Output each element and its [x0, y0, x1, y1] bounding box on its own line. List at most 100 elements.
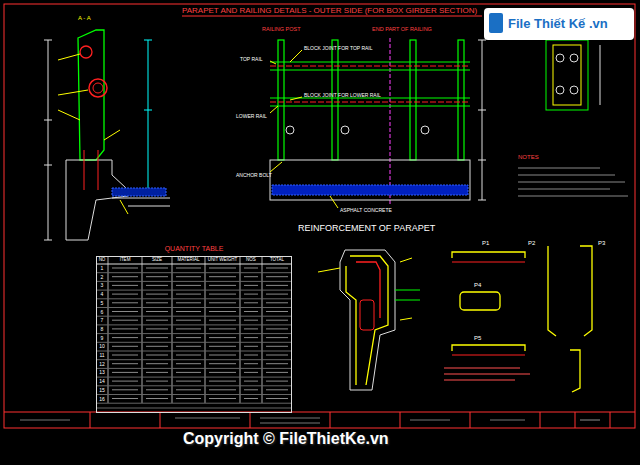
part-name: ASPHALT CONCRETE [340, 208, 392, 213]
table-rule [266, 320, 288, 321]
table-rule [176, 328, 201, 329]
quantity-table: QUANTITY TABLE [96, 256, 292, 413]
table-rule [266, 381, 288, 382]
notes-heading: NOTES [518, 154, 539, 160]
table-rule [244, 355, 258, 356]
table-rule [244, 389, 258, 390]
table-rule [209, 389, 236, 390]
table-rule [209, 294, 236, 295]
table-rule [112, 320, 138, 321]
table-cell: 2 [101, 275, 104, 280]
table-rule [209, 398, 236, 399]
table-rule [244, 398, 258, 399]
table-rule [244, 276, 258, 277]
table-rule [209, 363, 236, 364]
table-rule [205, 256, 206, 403]
table-rule [209, 337, 236, 338]
view-heading: END PART OF RAILING [372, 27, 432, 33]
table-rule [209, 302, 236, 303]
table-rule [96, 385, 292, 386]
table-rule [176, 372, 201, 373]
table-rule [176, 302, 201, 303]
table-rule [146, 398, 168, 399]
table-rule [96, 368, 292, 369]
table-cell: 15 [99, 388, 105, 393]
table-rule [244, 311, 258, 312]
table-rule [112, 346, 138, 347]
table-rule [244, 268, 258, 269]
table-rule [146, 355, 168, 356]
table-rule [112, 363, 138, 364]
bar-mark: P2 [528, 240, 535, 246]
table-rule [176, 320, 201, 321]
table-rule [209, 268, 236, 269]
table-header: UNIT WEIGHT [208, 258, 238, 263]
table-rule [176, 355, 201, 356]
table-rule [96, 408, 292, 409]
part-name: LOWER RAIL [236, 114, 267, 119]
table-header: SIZE [152, 258, 162, 263]
table-cell: 4 [101, 292, 104, 297]
table-header: ITEM [120, 258, 131, 263]
table-rule [209, 328, 236, 329]
table-rule [244, 285, 258, 286]
view-heading: REINFORCEMENT OF PARAPET [298, 224, 435, 233]
table-rule [112, 337, 138, 338]
table-rule [146, 276, 168, 277]
table-rule [176, 294, 201, 295]
table-rule [244, 381, 258, 382]
table-rule [176, 337, 201, 338]
table-rule [209, 276, 236, 277]
logo-text: File Thiết Kế .vn [508, 17, 608, 30]
table-rule [112, 276, 138, 277]
table-rule [266, 372, 288, 373]
table-rule [176, 346, 201, 347]
table-rule [244, 294, 258, 295]
table-rule [146, 328, 168, 329]
table-rule [266, 389, 288, 390]
table-rule [96, 281, 292, 282]
table-rule [146, 389, 168, 390]
table-rule [266, 302, 288, 303]
table-rule [112, 294, 138, 295]
drawing-title: PARAPET AND RAILING DETAILS - OUTER SIDE… [182, 7, 477, 15]
table-rule [176, 389, 201, 390]
table-cell: 16 [99, 397, 105, 402]
table-rule [112, 381, 138, 382]
table-cell: 1 [101, 266, 104, 271]
table-rule [96, 403, 292, 404]
bar-mark: P5 [474, 335, 481, 341]
table-rule [244, 302, 258, 303]
watermark: Copyright © FileThietKe.vn [183, 431, 389, 447]
table-rule [209, 381, 236, 382]
section-mark: A - A [78, 15, 91, 21]
table-rule [266, 311, 288, 312]
part-name: BLOCK JOINT FOR LOWER RAIL [304, 93, 381, 98]
table-header: NOS [246, 258, 256, 263]
table-rule [112, 389, 138, 390]
table-rule [112, 328, 138, 329]
table-rule [176, 311, 201, 312]
table-rule [244, 328, 258, 329]
table-rule [262, 256, 263, 403]
table-rule [146, 372, 168, 373]
table-rule [96, 359, 292, 360]
table-rule [176, 268, 201, 269]
table-rule [176, 285, 201, 286]
table-rule [266, 268, 288, 269]
table-rule [96, 298, 292, 299]
table-rule [244, 346, 258, 347]
table-rule [96, 290, 292, 291]
table-rule [112, 285, 138, 286]
table-rule [240, 256, 241, 403]
table-rule [266, 355, 288, 356]
table-cell: 13 [99, 370, 105, 375]
table-rule [146, 268, 168, 269]
table-rule [244, 337, 258, 338]
table-rule [266, 363, 288, 364]
table-rule [266, 294, 288, 295]
table-rule [266, 337, 288, 338]
table-rule [266, 328, 288, 329]
table-rule [96, 264, 292, 265]
table-rule [146, 311, 168, 312]
